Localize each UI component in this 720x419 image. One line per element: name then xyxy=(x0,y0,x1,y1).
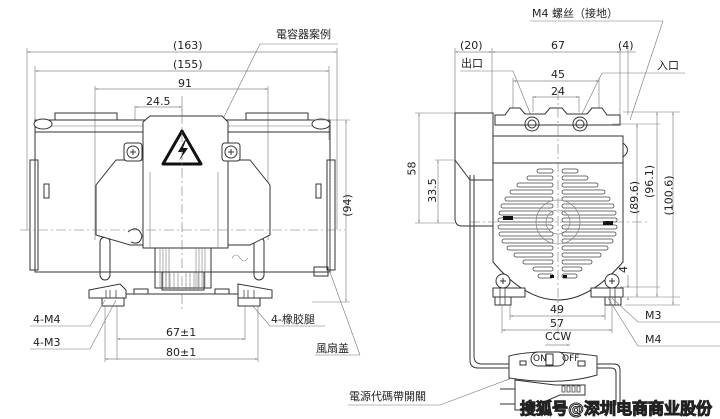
dim-capacitor-width: 24.5 xyxy=(146,95,171,108)
callout-outlet: 出口 xyxy=(461,57,483,70)
callout-inlet: 入口 xyxy=(657,59,679,72)
watermark: 搜狐号@深圳电商商业股份 xyxy=(519,399,713,419)
dim-foot-outer: 80±1 xyxy=(166,346,197,359)
dim-foot-inner-side: 49 xyxy=(550,303,564,316)
callout-screw-m4: 4-M4 xyxy=(33,313,61,326)
callout-capacitor-case: 電容器案例 xyxy=(276,28,331,41)
dim-foot-inner: 67±1 xyxy=(166,326,197,339)
callout-fan-cover: 風扇盖 xyxy=(316,342,349,355)
dim-overall-width: (163) xyxy=(173,39,203,52)
dim-left-offset: (20) xyxy=(460,39,483,52)
dim-port-spacing: 45 xyxy=(551,68,565,81)
callout-screw-m4-side: M4 xyxy=(645,333,662,346)
dim-height: (94) xyxy=(340,194,354,217)
dim-foot-height: 4 xyxy=(617,266,630,273)
switch-off-label: OFF xyxy=(562,354,580,364)
dim-total-height: 58 xyxy=(405,161,419,176)
dim-mount-span: 91 xyxy=(178,77,192,90)
dim-right-offset: (4) xyxy=(618,39,634,52)
fan-grille xyxy=(497,168,618,279)
callout-screw-m3-side: M3 xyxy=(645,309,662,322)
callout-ground-screw: M4 螺丝（接地） xyxy=(532,7,618,20)
side-view xyxy=(348,20,720,411)
dim-port-center: 24 xyxy=(551,85,565,98)
dim-depth: 67 xyxy=(551,39,565,52)
callout-cord-switch: 電源代碼帶開關 xyxy=(349,390,426,403)
dim-h3: (100.6) xyxy=(662,175,676,216)
rotation-direction: CCW xyxy=(545,330,572,343)
dim-body-width: (155) xyxy=(173,58,203,71)
front-view xyxy=(20,43,361,362)
switch-on-label: ON xyxy=(533,354,547,364)
callout-screw-m3: 4-M3 xyxy=(33,336,61,349)
dim-foot-outer-side: 57 xyxy=(550,317,564,330)
dim-h2: (96.1) xyxy=(643,164,657,199)
dim-lower-height: 33.5 xyxy=(425,178,439,203)
dim-h1: (89.6) xyxy=(628,180,642,215)
callout-rubber-feet: 4-橡胶腿 xyxy=(271,313,315,326)
